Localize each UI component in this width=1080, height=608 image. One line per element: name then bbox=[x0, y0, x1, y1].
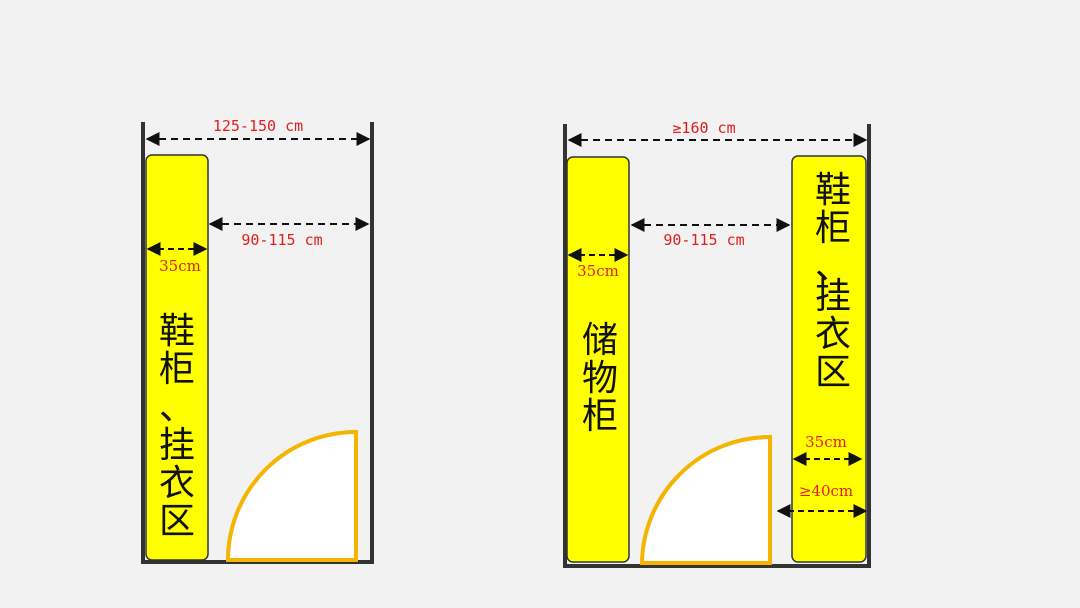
right-plan-walls bbox=[563, 124, 871, 568]
right-total-width-label: ≥160 cm bbox=[672, 119, 735, 137]
right-cabinet-depth-label: 35cm bbox=[805, 433, 847, 451]
storage-cabinet-char: 柜 bbox=[582, 396, 618, 437]
left-cabinet-char: 衣 bbox=[159, 463, 195, 504]
left-total-width-label: 125-150 cm bbox=[213, 117, 303, 135]
right-cabinet-char: 区 bbox=[815, 352, 851, 393]
left-cabinet-char: 挂 bbox=[159, 425, 195, 466]
right-aisle-width-label: 90-115 cm bbox=[663, 231, 744, 249]
right-cabinet-char: 、 bbox=[815, 246, 851, 287]
left-cabinet-char: 区 bbox=[159, 501, 195, 542]
right-shoe-cabinet-label: 鞋 柜 、 挂 衣 区 bbox=[815, 170, 851, 393]
right-plan: ≥160 cm 90-115 cm 35cm 储 物 柜 鞋 柜 、 挂 衣 区… bbox=[563, 119, 871, 568]
right-cabinet-char: 挂 bbox=[815, 276, 851, 317]
right-cabinet-char: 柜 bbox=[815, 208, 851, 249]
left-plan: 125-150 cm 90-115 cm 35cm 鞋 柜 、 挂 衣 区 bbox=[141, 117, 374, 564]
storage-cabinet-char: 物 bbox=[582, 358, 618, 399]
storage-cabinet-label: 储 物 柜 bbox=[582, 320, 618, 437]
right-door-swing bbox=[639, 434, 772, 565]
left-cabinet-char: 鞋 bbox=[159, 311, 195, 352]
left-cabinet-label: 鞋 柜 、 挂 衣 区 bbox=[159, 311, 195, 542]
left-cabinet-depth-label: 35cm bbox=[159, 257, 201, 275]
left-cabinet-char: 、 bbox=[159, 387, 195, 428]
right-cabinet-min-depth-label: ≥40cm bbox=[799, 482, 853, 500]
right-left-cabinet-depth-label: 35cm bbox=[577, 262, 619, 280]
left-aisle-width-label: 90-115 cm bbox=[241, 231, 322, 249]
left-door-swing bbox=[225, 429, 358, 562]
right-cabinet-char: 鞋 bbox=[815, 170, 851, 211]
storage-cabinet-char: 储 bbox=[582, 320, 618, 361]
right-cabinet-char: 衣 bbox=[815, 314, 851, 355]
left-cabinet-char: 柜 bbox=[159, 349, 195, 390]
left-shoe-cabinet bbox=[145, 154, 209, 561]
